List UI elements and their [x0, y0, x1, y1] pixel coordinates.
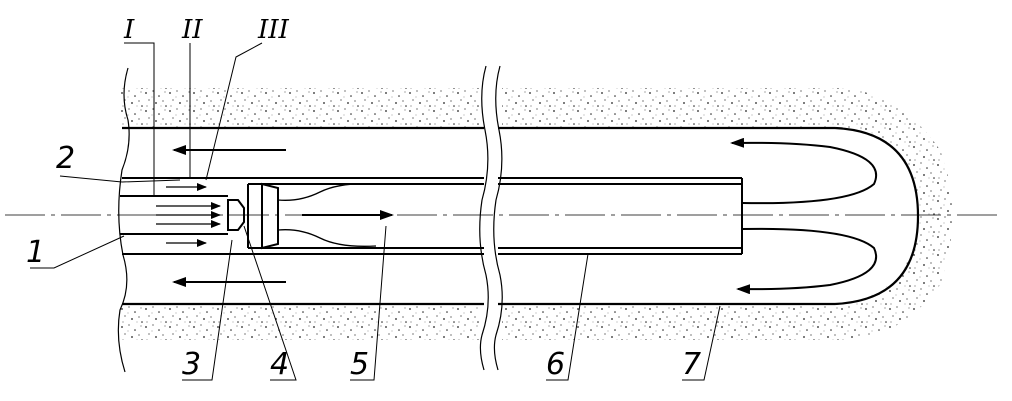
flow-arrows — [156, 137, 877, 295]
part-label-5: 5 — [350, 347, 369, 382]
part-label-7: 7 — [682, 347, 701, 382]
nozzle — [227, 199, 245, 231]
part-label-6: 6 — [546, 347, 565, 382]
part-label-3: 3 — [182, 347, 201, 382]
zone-label-iii: III — [257, 15, 290, 45]
borehole-wall — [122, 126, 920, 306]
zone-label-ii: II — [181, 15, 203, 45]
zone-label-i: I — [123, 15, 135, 45]
feed-tube — [120, 195, 228, 235]
inner-pipe — [122, 177, 743, 255]
leader-lines — [30, 42, 721, 381]
soil-hatching — [120, 88, 953, 340]
left-break-line — [117, 67, 130, 373]
part-label-2: 2 — [56, 141, 75, 176]
middle-break-line-left — [479, 65, 489, 371]
mixing-chamber — [261, 182, 377, 250]
middle-break-line-right — [493, 65, 503, 371]
part-label-4: 4 — [270, 347, 289, 382]
part-label-1: 1 — [26, 235, 45, 270]
